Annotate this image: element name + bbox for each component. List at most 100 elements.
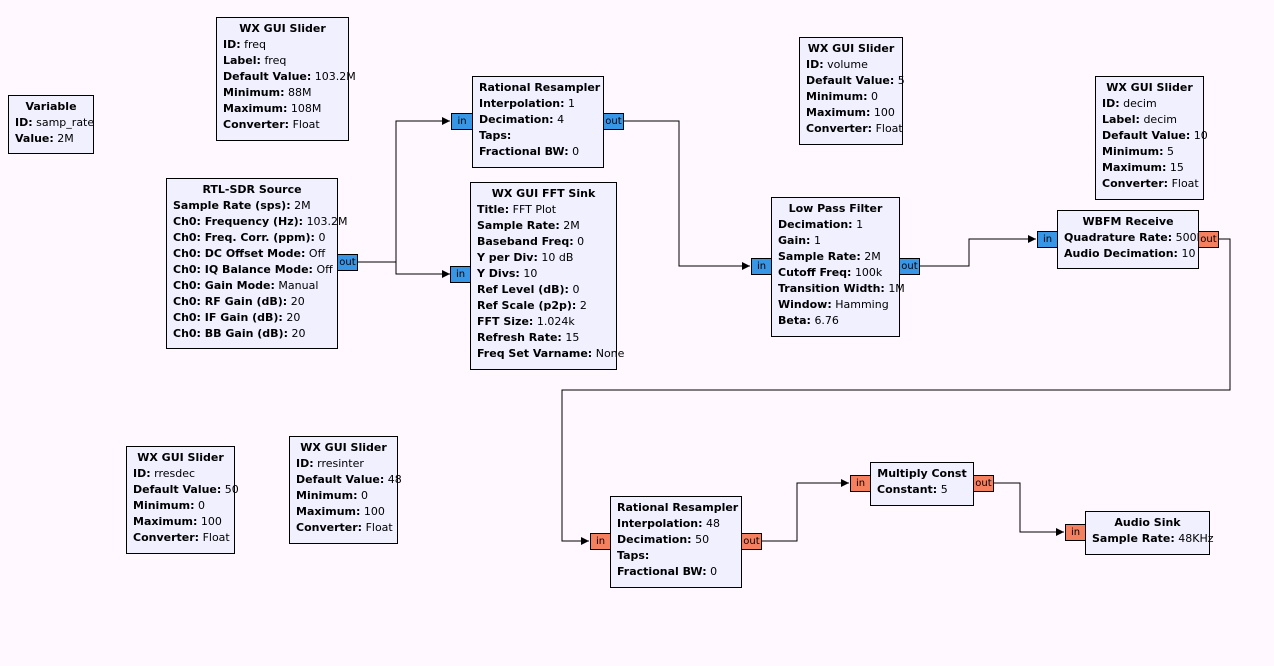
param-value: 48 xyxy=(387,473,402,486)
block-param: Sample Rate: 48KHz xyxy=(1092,531,1214,547)
param-key: Label: xyxy=(1102,113,1140,126)
param-key: Decimation: xyxy=(778,218,853,231)
block-title: WX GUI FFT Sink xyxy=(491,187,596,200)
param-value: 2M xyxy=(864,250,881,263)
param-key: Baseband Freq: xyxy=(477,235,574,248)
param-value: 20 xyxy=(290,295,305,308)
param-key: Maximum: xyxy=(133,515,198,528)
block-param: Sample Rate: 2M xyxy=(778,249,893,265)
param-value: 0 xyxy=(870,90,878,103)
block-param: Default Value: 50 xyxy=(133,482,239,498)
param-value: 15 xyxy=(565,331,580,344)
wire-multiply-to-audio xyxy=(993,482,1064,536)
block-param: Ch0: Frequency (Hz): 103.2M xyxy=(173,214,348,230)
param-key: Y per Div: xyxy=(477,251,538,264)
param-key: Constant: xyxy=(877,483,938,496)
rtl-source-out-port[interactable]: out xyxy=(337,254,358,271)
block-param: ID: volume xyxy=(806,57,896,73)
param-key: Converter: xyxy=(133,531,200,544)
block-param: Default Value: 5 xyxy=(806,73,905,89)
param-value: freq xyxy=(244,38,267,51)
block-param: Fractional BW: 0 xyxy=(479,144,597,160)
multiply-out-port[interactable]: out xyxy=(973,475,994,492)
param-value: 20 xyxy=(291,327,306,340)
param-value: 103.2M xyxy=(314,70,356,83)
param-value: freq xyxy=(264,54,287,67)
param-value: 0 xyxy=(577,235,585,248)
param-value: volume xyxy=(827,58,868,71)
param-value: 100 xyxy=(200,515,222,528)
param-value: Manual xyxy=(278,279,319,292)
param-key: Quadrature Rate: xyxy=(1064,231,1173,244)
block-param: Converter: Float xyxy=(133,530,230,546)
block-param: Label: freq xyxy=(223,53,342,69)
param-value: None xyxy=(595,347,625,360)
param-key: Fractional BW: xyxy=(617,565,707,578)
block-param: Label: decim xyxy=(1102,112,1197,128)
param-value: 10 xyxy=(1193,129,1208,142)
wire-rtl-to-resampler xyxy=(357,117,450,263)
block-param: Window: Hamming xyxy=(778,297,893,313)
block-param: Ch0: BB Gain (dB): 20 xyxy=(173,326,331,342)
param-value: Float xyxy=(1171,177,1199,190)
block-title: WX GUI Slider xyxy=(239,22,326,35)
wire-resampler2-to-multiply xyxy=(761,479,849,542)
param-value: 2M xyxy=(57,132,74,145)
block-param: Ch0: DC Offset Mode: Off xyxy=(173,246,331,262)
param-key: Minimum: xyxy=(223,86,285,99)
lpf-in-port[interactable]: in xyxy=(751,258,772,275)
param-value: Float xyxy=(292,118,320,131)
param-value: 1 xyxy=(568,97,576,110)
resampler2-in-port[interactable]: in xyxy=(590,533,611,550)
block-title: WX GUI Slider xyxy=(137,451,224,464)
param-key: Window: xyxy=(778,298,832,311)
block-title: Rational Resampler xyxy=(617,501,739,514)
resampler1-in-port[interactable]: in xyxy=(451,113,473,130)
param-value: samp_rate xyxy=(36,116,95,129)
wbfm-in-port[interactable]: in xyxy=(1037,231,1058,248)
param-key: Converter: xyxy=(806,122,873,135)
param-value: 0 xyxy=(710,565,718,578)
param-key: Value: xyxy=(15,132,54,145)
param-key: Freq Set Varname: xyxy=(477,347,593,360)
param-key: Ch0: DC Offset Mode: xyxy=(173,247,306,260)
param-value: 10 xyxy=(523,267,538,280)
block-param: Ch0: IQ Balance Mode: Off xyxy=(173,262,333,278)
block-param: Quadrature Rate: 500k xyxy=(1064,230,1203,246)
param-value: 108M xyxy=(290,102,322,115)
wbfm-out-port[interactable]: out xyxy=(1198,231,1219,248)
param-value: 0 xyxy=(572,145,580,158)
param-key: Decimation: xyxy=(479,113,554,126)
param-key: FFT Size: xyxy=(477,315,534,328)
param-key: Taps: xyxy=(479,129,512,142)
audio-sink-in-port[interactable]: in xyxy=(1065,524,1086,541)
multiply-in-port[interactable]: in xyxy=(850,475,871,492)
param-value: 2M xyxy=(563,219,580,232)
block-param: Minimum: 0 xyxy=(133,498,228,514)
wire-rtl-to-fft xyxy=(357,261,450,278)
param-value: 1 xyxy=(813,234,821,247)
param-value: 2 xyxy=(579,299,587,312)
lpf-out-port[interactable]: out xyxy=(899,258,920,275)
resampler1-out-port[interactable]: out xyxy=(603,113,624,130)
resampler2-out-port[interactable]: out xyxy=(741,533,762,550)
fft-sink-in-port[interactable]: in xyxy=(450,266,471,283)
param-key: Minimum: xyxy=(806,90,868,103)
param-value: 100 xyxy=(363,505,385,518)
param-key: Sample Rate: xyxy=(1092,532,1175,545)
